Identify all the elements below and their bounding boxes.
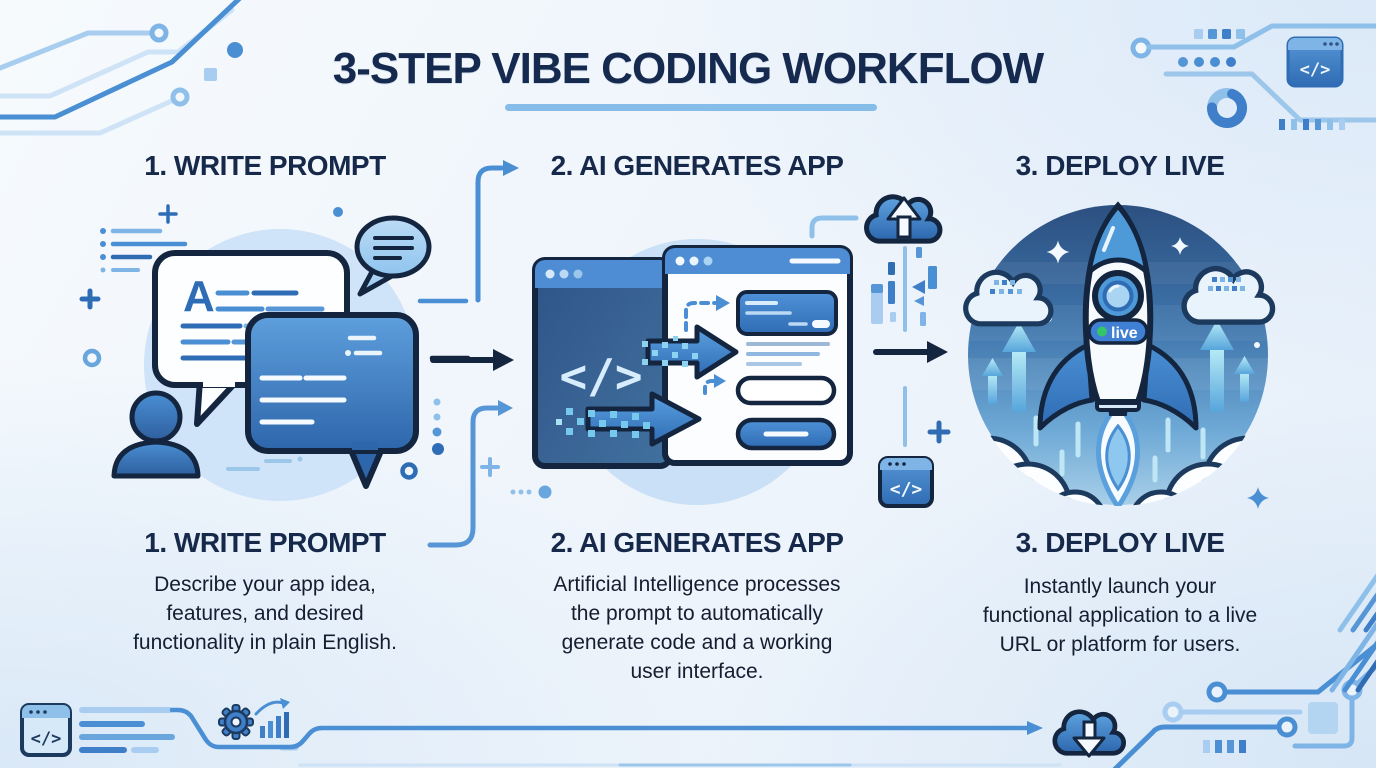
dots-row-decoration [1178, 57, 1236, 67]
reply-text-lines [259, 335, 383, 425]
description-line: Artificial Intelligence processes [553, 573, 841, 596]
step-3-title: 3. DEPLOY LIVE [1015, 527, 1225, 558]
live-badge: live [1087, 318, 1149, 345]
plus-decoration [79, 288, 101, 310]
step-2-description: Artificial Intelligence processes the pr… [512, 570, 882, 686]
cloud-download-icon [1055, 712, 1124, 758]
donut-chart-icon [1207, 88, 1247, 128]
description-line: generate code and a working [561, 631, 833, 654]
ui-card [736, 290, 838, 336]
step-2-top-label: 2. AI GENERATES APP [550, 150, 844, 181]
step-2-title: 2. AI GENERATES APP [550, 527, 844, 558]
step-1-top-label: 1. WRITE PROMPT [144, 150, 386, 181]
description-line: functional application to a live [982, 604, 1258, 627]
live-badge-label: live [1111, 325, 1138, 342]
connector-arrow-to-step2 [475, 160, 519, 303]
text-lines-decoration [79, 707, 299, 753]
dashed-arrow-icon [703, 379, 716, 395]
side-decoration [400, 298, 471, 480]
sparkle-icon [1247, 487, 1269, 509]
prompt-letter: A [183, 272, 215, 321]
ui-text-lines [746, 342, 830, 366]
arrow-icon [714, 374, 726, 388]
arrow-icon [1027, 721, 1043, 735]
diagonal-stripes-decoration [1329, 573, 1376, 693]
description-line: URL or platform for users. [999, 633, 1241, 656]
code-window-icon: </> [1286, 36, 1344, 88]
pixel-squares-decoration [1194, 29, 1245, 39]
circuit-decoration-top-right: </> [1130, 23, 1376, 130]
sparkle-icon [158, 204, 178, 224]
title-underline [505, 104, 877, 111]
deploy-live-illustration: live [950, 201, 1290, 509]
rocket-fin-right [1141, 342, 1199, 431]
step-3-top-label: 3. DEPLOY LIVE [1015, 150, 1225, 181]
rocket-fin-left [1037, 342, 1095, 431]
user-icon [111, 390, 201, 479]
ui-button [735, 417, 837, 451]
dashed-arrow-icon [684, 301, 717, 332]
signal-bars-decoration [1203, 740, 1246, 753]
arrow-step2-to-step3 [873, 341, 948, 363]
bar-chart-icon [254, 698, 290, 738]
plus-decoration [927, 420, 951, 444]
code-glyph: </> [31, 729, 62, 749]
code-glyph: </> [1300, 60, 1331, 80]
signal-bars-decoration [1279, 119, 1345, 130]
ai-generates-illustration: </> [532, 239, 853, 505]
code-glyph: </> [559, 349, 642, 403]
cloud-upload-icon [809, 197, 940, 241]
list-lines-decoration [100, 228, 188, 273]
description-line: user interface. [630, 660, 764, 683]
arrow-icon [716, 295, 730, 311]
pixel-trail-decoration [642, 336, 698, 367]
cloud-icon [1184, 269, 1272, 322]
speech-bubble-blue-icon [245, 312, 419, 489]
step-1-title: 1. WRITE PROMPT [144, 527, 386, 558]
description-line: functionality in plain English. [133, 631, 397, 654]
circle-decoration [82, 348, 102, 368]
live-status-dot [1097, 326, 1107, 337]
transform-arrow-icon [556, 391, 702, 447]
speed-dashes-decoration [1033, 415, 1206, 483]
signal-bars-decoration [871, 246, 937, 332]
step-1-description: Describe your app idea, features, and de… [85, 570, 445, 657]
code-window-icon: </> [878, 456, 934, 508]
rocket-icon: live [1037, 201, 1199, 431]
growth-arrows-decoration [982, 320, 1255, 412]
ui-input-field [735, 375, 837, 406]
pixel-trail-decoration [556, 408, 650, 438]
code-window-icon: </> [20, 703, 72, 757]
workflow-line [169, 707, 1031, 750]
workflow-footer-decoration: </> [20, 698, 1124, 767]
rocket-nose-cone [1085, 202, 1151, 279]
plus-decoration [480, 457, 500, 477]
connector-from-step1-title [427, 400, 552, 548]
dot-decoration [333, 207, 343, 217]
circuit-decoration-top-left [0, 0, 243, 136]
dashes-decoration [226, 456, 303, 471]
description-line: features, and desired [166, 602, 364, 625]
cloud-icon [966, 272, 1051, 323]
description-line: Instantly launch your [1023, 575, 1217, 598]
code-glyph: </> [890, 479, 923, 500]
rocket-flame [1096, 401, 1140, 506]
description-line: the prompt to automatically [570, 602, 824, 625]
chat-bubble-small-icon [354, 215, 432, 297]
gear-icon [218, 704, 254, 740]
step-3-description: Instantly launch your functional applica… [935, 572, 1305, 659]
transform-arrow-icon [642, 324, 739, 380]
write-prompt-illustration: A [79, 204, 471, 501]
description-line: Describe your app idea, [154, 573, 376, 596]
circuit-decoration-bottom-right [1112, 573, 1376, 768]
page-title: 3-STEP VIBE CODING WORKFLOW [332, 44, 1044, 93]
